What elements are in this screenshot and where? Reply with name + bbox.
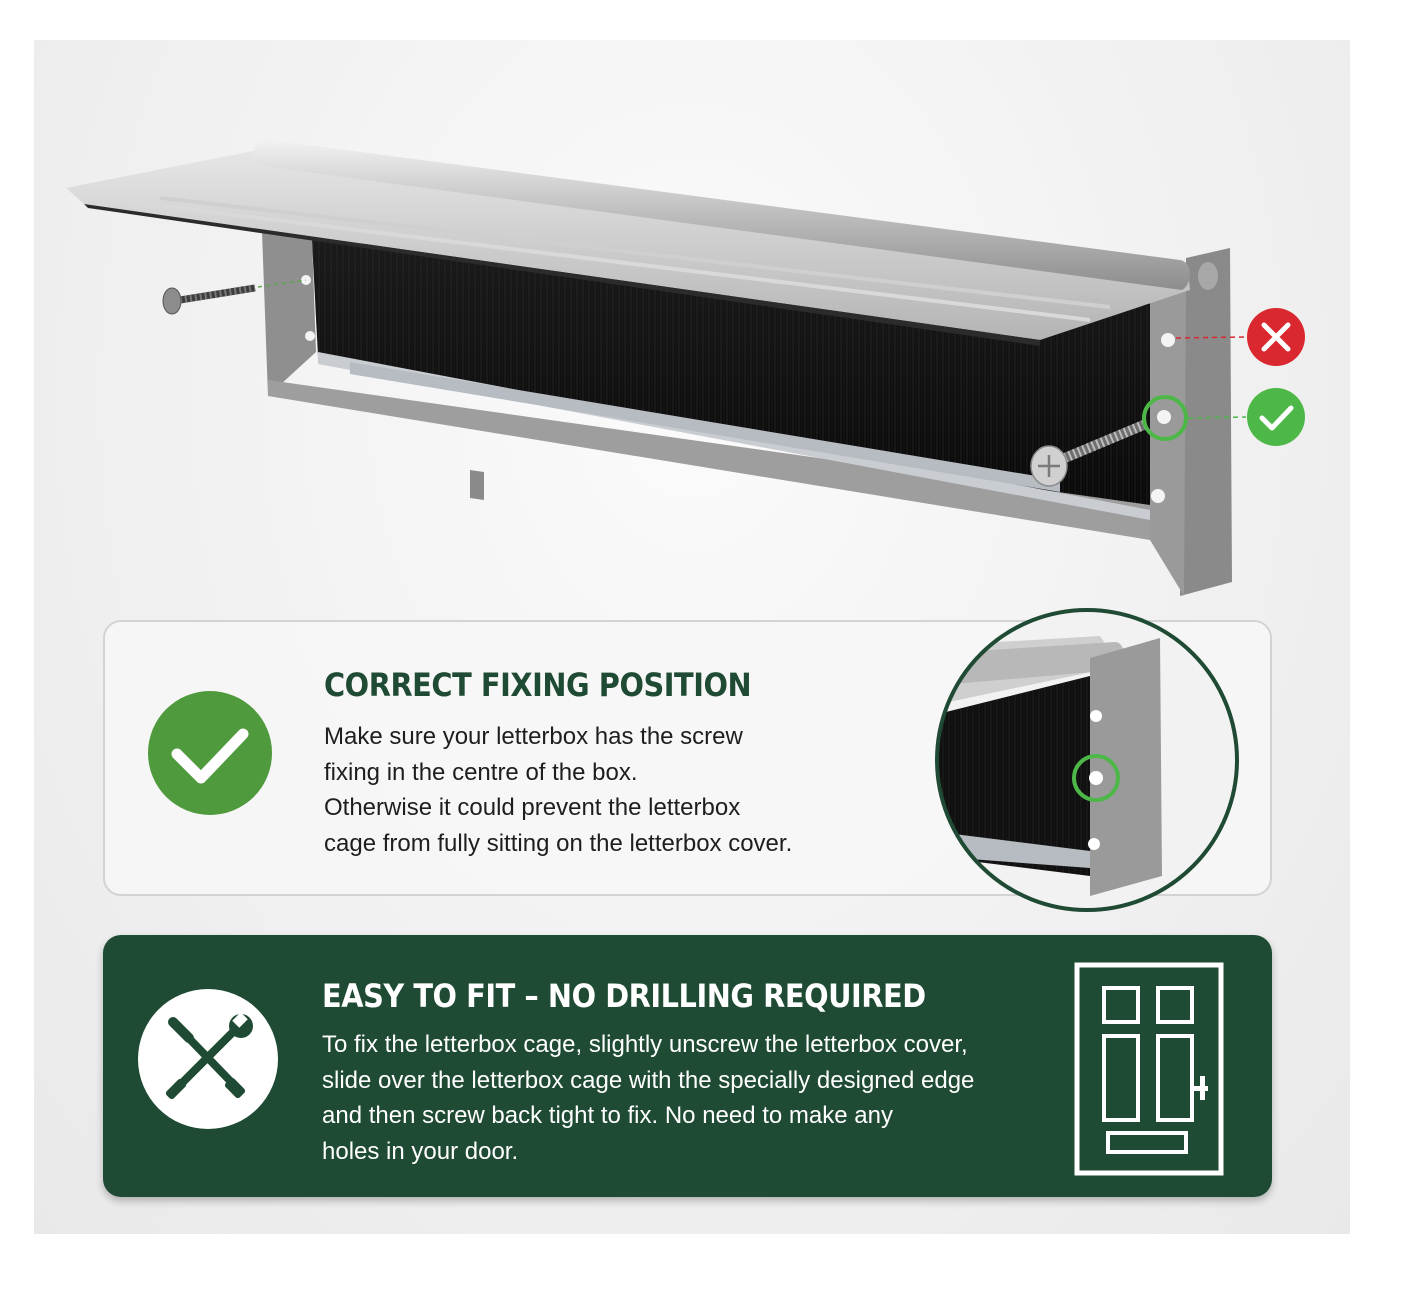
letterbox-lid [66, 150, 1190, 340]
correct-fixing-description: Make sure your letterbox has the screw f… [324, 723, 793, 857]
door-icon [1074, 962, 1224, 1176]
correct-position-icon [1247, 388, 1305, 446]
easy-fit-heading: EASY TO FIT – NO DRILLING REQUIRED [322, 977, 926, 1015]
easy-fit-description: To fix the letterbox cage, slightly unsc… [322, 1031, 975, 1165]
left-screw-icon [162, 279, 307, 315]
easy-to-fit-card: EASY TO FIT – NO DRILLING REQUIRED To fi… [103, 935, 1272, 1197]
right-screw-icon [1030, 419, 1148, 487]
check-icon [148, 691, 272, 815]
bottom-rail [268, 380, 1150, 540]
tools-icon [138, 989, 278, 1129]
correct-fixing-heading: CORRECT FIXING POSITION [324, 666, 752, 704]
right-side-panel [1180, 248, 1232, 596]
zoom-detail-circle [935, 608, 1239, 912]
left-side-panel [262, 232, 316, 396]
letterbox-cage-illustration [66, 139, 1305, 596]
hinge-rod [253, 139, 1191, 290]
wrong-position-icon [1247, 308, 1305, 366]
